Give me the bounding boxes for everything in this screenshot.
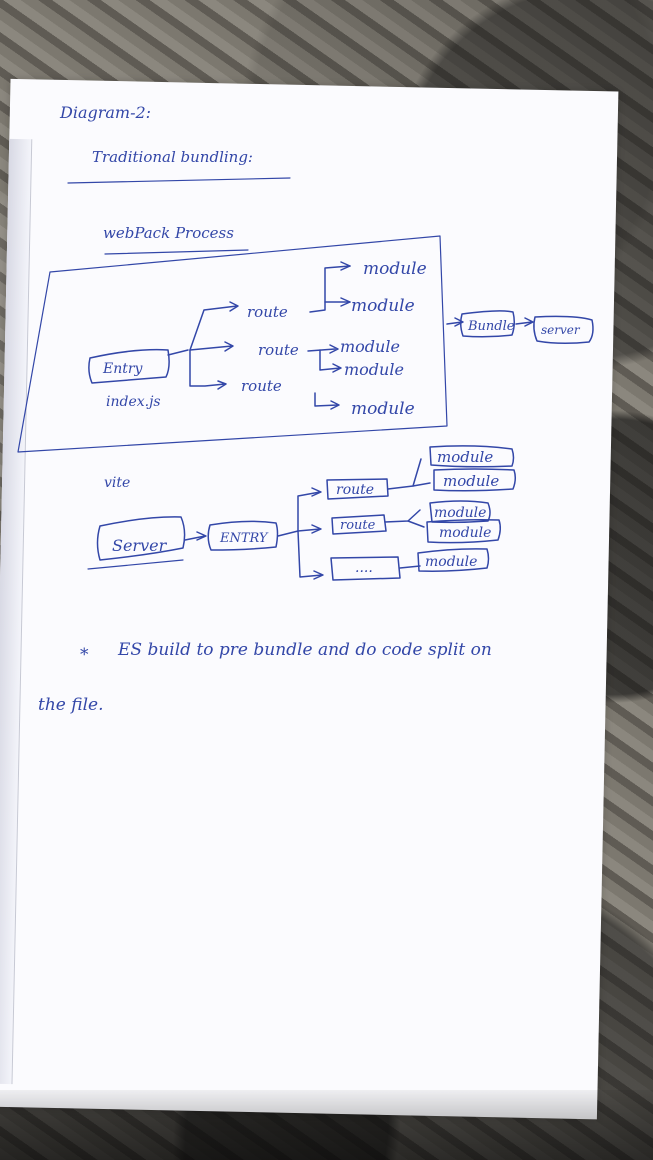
vite-route-branch-1 (297, 491, 321, 532)
bundle-connector (446, 321, 463, 325)
module-branch-upper (309, 265, 351, 313)
webpack-entry-file: index.js (106, 394, 161, 410)
note-line-2: the file. (38, 695, 104, 715)
vite-entry-box (207, 520, 279, 551)
vite-route-2: route (340, 518, 376, 533)
bundle-box (459, 310, 516, 338)
webpack-route-3: route (241, 377, 282, 395)
webpack-module-5: module (351, 399, 415, 419)
module-arrow-2 (340, 297, 351, 307)
vite-module-2: module (443, 472, 499, 490)
route-branch-lower (189, 349, 226, 387)
webpack-server: server (541, 323, 581, 337)
vite-module-4: module (439, 525, 491, 541)
vite-entry-arrow (196, 531, 207, 541)
page-bottom-shadow (0, 1090, 653, 1160)
webpack-entry-label: Entry (102, 361, 144, 377)
bundle-arrow (454, 317, 464, 327)
webpack-process-box (17, 235, 448, 453)
vite-module-branch-5 (399, 565, 421, 569)
vite-server-connector (184, 535, 206, 541)
vite-server: Server (112, 536, 168, 555)
vite-route-1: route (336, 482, 374, 498)
vite-module-box-4 (426, 519, 502, 544)
vite-entry: ENTRY (219, 531, 269, 546)
server-box (533, 315, 594, 345)
webpack-module-1: module (363, 259, 427, 279)
vite-module-1: module (437, 448, 493, 466)
vite-module-box-1 (429, 445, 515, 468)
vite-module-box-2 (433, 468, 517, 492)
vite-server-underline (87, 559, 184, 570)
entry-connector (167, 349, 189, 356)
module-arrow-1 (340, 261, 351, 271)
webpack-module-2: module (351, 296, 415, 316)
webpack-title-underline (104, 249, 249, 255)
vite-route-box-3 (330, 556, 401, 581)
vite-module-box-5 (417, 548, 490, 572)
webpack-route-2: route (258, 341, 299, 359)
vite-route-arrow-2 (311, 524, 322, 534)
vite-route-box-1 (326, 478, 389, 500)
module-branch-third (307, 348, 336, 352)
vite-module-5: module (425, 554, 477, 570)
vite-route-arrow-3 (313, 570, 324, 580)
route-arrow-3 (217, 380, 227, 390)
module-branch-fourth (319, 349, 341, 371)
diagram-label: Diagram-2: (59, 103, 151, 122)
vite-module-3: module (434, 505, 486, 521)
title-underline (67, 177, 291, 184)
note-star: * (80, 645, 89, 665)
module-arrow-3 (329, 344, 339, 354)
route-branch-upper (189, 305, 238, 351)
vite-server-box (96, 516, 186, 561)
webpack-entry-box (88, 348, 170, 384)
vite-route-3: .... (355, 560, 373, 576)
vite-module-branch-4 (407, 520, 425, 528)
server-arrow (524, 317, 534, 327)
vite-module-box-3 (429, 500, 491, 524)
module-arrow-4 (332, 363, 342, 373)
vite-title: vite (104, 475, 130, 491)
route-arrow-2 (224, 341, 234, 352)
vite-route-arrow-1 (311, 487, 322, 497)
webpack-module-3: module (340, 337, 400, 356)
webpack-bundle: Bundle (467, 319, 515, 334)
route-branch-middle (189, 345, 233, 351)
vite-module-branch-1 (387, 458, 422, 490)
webpack-route-1: route (247, 303, 288, 321)
webpack-module-4: module (344, 360, 404, 379)
server-connector (515, 321, 533, 325)
vite-module-branch-3 (384, 509, 421, 523)
vite-route-box-2 (331, 514, 387, 535)
module-branch-fifth (314, 392, 339, 407)
module-arrow-5 (330, 400, 340, 410)
vite-route-branch-2 (297, 528, 321, 532)
traditional-bundling-title: Traditional bundling: (92, 148, 253, 166)
route-arrow-1 (229, 301, 239, 312)
note-line-1: ES build to pre bundle and do code split… (117, 640, 492, 660)
vite-route-branch-3 (297, 530, 323, 578)
webpack-process-title: webPack Process (103, 224, 234, 242)
vite-entry-connector (277, 530, 299, 537)
vite-module-branch-2 (412, 482, 431, 487)
